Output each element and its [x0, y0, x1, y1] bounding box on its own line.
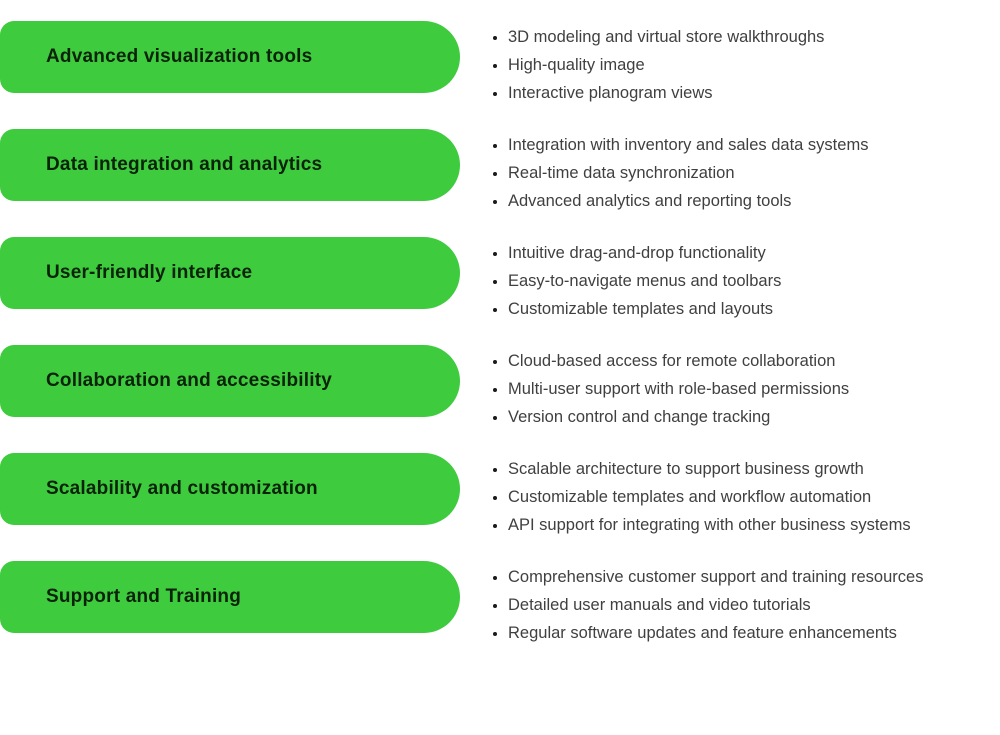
bullet-item: 3D modeling and virtual store walkthroug…: [508, 23, 993, 51]
feature-row-advanced-visualization: Advanced visualization tools 3D modeling…: [0, 21, 1000, 107]
bullet-item: Customizable templates and layouts: [508, 295, 993, 323]
bullet-item: Scalable architecture to support busines…: [508, 455, 993, 483]
bullet-item: Regular software updates and feature enh…: [508, 619, 993, 647]
bullet-list: Scalable architecture to support busines…: [488, 455, 993, 539]
bullet-item: Multi-user support with role-based permi…: [508, 375, 993, 403]
bullet-item: API support for integrating with other b…: [508, 511, 993, 539]
pill-label: Support and Training: [46, 585, 242, 607]
pill-collaboration: Collaboration and accessibility: [0, 345, 460, 417]
feature-row-data-integration: Data integration and analytics Integrati…: [0, 129, 1000, 215]
bullets-column: Intuitive drag-and-drop functionality Ea…: [488, 237, 993, 323]
bullets-column: Cloud-based access for remote collaborat…: [488, 345, 993, 431]
pill-label: Scalability and customization: [46, 477, 318, 499]
bullet-item: Version control and change tracking: [508, 403, 993, 431]
feature-row-collaboration: Collaboration and accessibility Cloud-ba…: [0, 345, 1000, 431]
bullet-item: Intuitive drag-and-drop functionality: [508, 239, 993, 267]
pill-advanced-visualization: Advanced visualization tools: [0, 21, 460, 93]
bullet-item: Advanced analytics and reporting tools: [508, 187, 993, 215]
bullets-column: 3D modeling and virtual store walkthroug…: [488, 21, 993, 107]
feature-row-user-friendly: User-friendly interface Intuitive drag-a…: [0, 237, 1000, 323]
bullets-column: Integration with inventory and sales dat…: [488, 129, 993, 215]
bullet-list: Integration with inventory and sales dat…: [488, 131, 993, 215]
bullet-list: Cloud-based access for remote collaborat…: [488, 347, 993, 431]
feature-row-scalability: Scalability and customization Scalable a…: [0, 453, 1000, 539]
pill-support-training: Support and Training: [0, 561, 460, 633]
feature-row-support-training: Support and Training Comprehensive custo…: [0, 561, 1000, 647]
bullet-item: Integration with inventory and sales dat…: [508, 131, 993, 159]
bullet-list: Comprehensive customer support and train…: [488, 563, 993, 647]
bullet-list: 3D modeling and virtual store walkthroug…: [488, 23, 993, 107]
bullet-item: Detailed user manuals and video tutorial…: [508, 591, 993, 619]
pill-label: Collaboration and accessibility: [46, 369, 332, 391]
bullet-item: Interactive planogram views: [508, 79, 993, 107]
pill-user-friendly: User-friendly interface: [0, 237, 460, 309]
bullet-item: Comprehensive customer support and train…: [508, 563, 993, 591]
bullet-item: Easy-to-navigate menus and toolbars: [508, 267, 993, 295]
pill-label: User-friendly interface: [46, 261, 253, 283]
pill-scalability: Scalability and customization: [0, 453, 460, 525]
bullets-column: Scalable architecture to support busines…: [488, 453, 993, 539]
bullets-column: Comprehensive customer support and train…: [488, 561, 993, 647]
pill-label: Advanced visualization tools: [46, 45, 313, 67]
bullet-item: Real-time data synchronization: [508, 159, 993, 187]
pill-data-integration: Data integration and analytics: [0, 129, 460, 201]
bullet-list: Intuitive drag-and-drop functionality Ea…: [488, 239, 993, 323]
pill-label: Data integration and analytics: [46, 153, 323, 175]
bullet-item: Customizable templates and workflow auto…: [508, 483, 993, 511]
bullet-item: High-quality image: [508, 51, 993, 79]
bullet-item: Cloud-based access for remote collaborat…: [508, 347, 993, 375]
